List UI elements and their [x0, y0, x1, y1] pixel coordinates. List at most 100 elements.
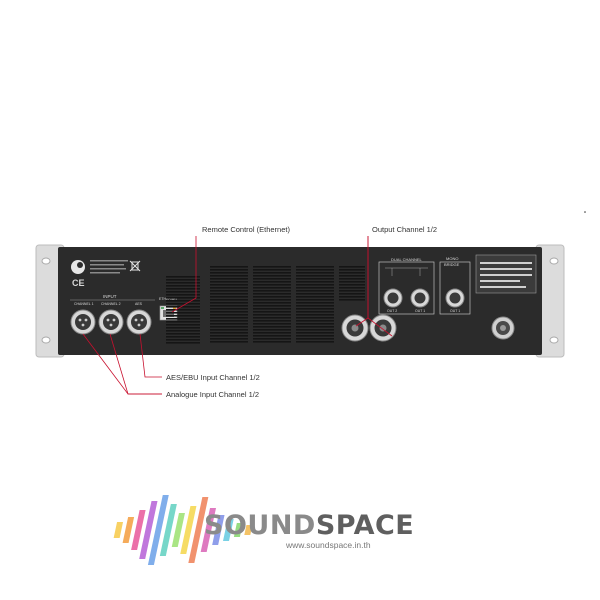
logo-bar	[244, 525, 253, 535]
vent-slot	[253, 341, 291, 343]
vent-slot	[210, 341, 248, 343]
callout-lines	[82, 236, 393, 395]
brand-wordmark: SOUNDSPACE	[204, 512, 414, 539]
vent-slot	[253, 269, 291, 271]
callout-remote-control: Remote Control (Ethernet)	[202, 225, 290, 234]
vent-grille	[166, 266, 365, 344]
vent-slot	[166, 342, 200, 344]
vent-slot	[339, 272, 365, 274]
vent-slot	[210, 290, 248, 292]
vent-slot	[339, 287, 365, 289]
vent-slot	[210, 314, 248, 316]
vent-slot	[166, 276, 200, 278]
mono-bridge-box: MONO BRIDGE	[439, 256, 471, 315]
power-inlet[interactable]	[491, 316, 515, 340]
xlr-input-channel-2[interactable]	[98, 309, 124, 335]
vent-slot	[210, 284, 248, 286]
vent-slot	[253, 305, 291, 307]
vent-slot	[166, 327, 200, 329]
vent-slot	[253, 311, 291, 313]
vent-slot	[253, 329, 291, 331]
logo-bar	[223, 519, 234, 541]
vent-slot	[296, 278, 334, 280]
brand-space: SPACE	[315, 510, 415, 541]
vent-slot	[296, 323, 334, 325]
vent-slot	[296, 275, 334, 277]
vent-slot	[210, 332, 248, 334]
vent-slot	[166, 312, 200, 314]
vent-slot	[296, 296, 334, 298]
channel-2-label: CHANNEL 2	[101, 302, 121, 306]
speakon-output-channel-1[interactable]	[341, 314, 369, 342]
soundspace-logo-waveform-icon	[113, 495, 253, 565]
callout-output-channel: Output Channel 1/2	[372, 225, 438, 234]
vent-slot	[296, 305, 334, 307]
vent-slot	[296, 308, 334, 310]
vent-slot	[296, 269, 334, 271]
vent-slot	[253, 320, 291, 322]
logo-bar	[139, 501, 158, 559]
logo-bar	[171, 513, 185, 547]
logo-bar	[180, 506, 197, 554]
vent-slot	[210, 323, 248, 325]
vent-slot	[253, 326, 291, 328]
vent-slot	[296, 341, 334, 343]
vent-slot	[253, 284, 291, 286]
vent-slot	[253, 323, 291, 325]
logo-bar	[233, 523, 243, 537]
ethernet-label: ETHERNET	[159, 297, 179, 301]
vent-slot	[296, 314, 334, 316]
vent-slot	[253, 290, 291, 292]
vent-slot	[253, 275, 291, 277]
vent-slot	[339, 281, 365, 283]
logo-bar	[122, 517, 135, 543]
vent-slot	[166, 315, 200, 317]
vent-slot	[296, 329, 334, 331]
vent-slot	[339, 290, 365, 292]
vent-slot	[339, 278, 365, 280]
vent-slot	[166, 300, 200, 302]
vent-slot	[253, 308, 291, 310]
vent-slot	[296, 290, 334, 292]
vent-slot	[253, 299, 291, 301]
out-2-label: OUT 2	[387, 309, 397, 313]
callout-analogue-input: Analogue Input Channel 1/2	[166, 390, 259, 399]
vent-slot	[210, 287, 248, 289]
vent-slot	[210, 266, 248, 268]
vent-slot	[339, 269, 365, 271]
vent-slot	[253, 296, 291, 298]
xlr-input-channel-1[interactable]	[70, 309, 96, 335]
vent-slot	[166, 330, 200, 332]
vent-slot	[166, 333, 200, 335]
vent-slot	[210, 326, 248, 328]
logo-bar	[159, 504, 177, 556]
channel-1-label: CHANNEL 1	[74, 302, 94, 306]
vent-slot	[210, 302, 248, 304]
vent-slot	[296, 311, 334, 313]
vent-slot	[296, 335, 334, 337]
vent-slot	[296, 317, 334, 319]
ce-mark-icon: CE	[72, 278, 85, 288]
speakon-out-1[interactable]	[410, 288, 430, 308]
vent-slot	[339, 293, 365, 295]
speakon-output-channel-2[interactable]	[369, 314, 397, 342]
vent-slot	[339, 284, 365, 286]
vent-slot	[253, 335, 291, 337]
vent-slot	[210, 329, 248, 331]
vent-slot	[210, 296, 248, 298]
vent-slot	[166, 294, 200, 296]
xlr-input-aes[interactable]	[126, 309, 152, 335]
vent-slot	[253, 287, 291, 289]
vent-slot	[296, 281, 334, 283]
vent-slot	[253, 281, 291, 283]
vent-slot	[166, 324, 200, 326]
vent-slot	[166, 336, 200, 338]
speakon-out-2[interactable]	[383, 288, 403, 308]
soundspace-logo: SOUNDSPACE www.soundspace.in.th	[190, 494, 414, 564]
out-1-label: OUT 1	[415, 309, 425, 313]
speakon-out-bridge[interactable]	[445, 288, 465, 308]
vent-slot	[210, 317, 248, 319]
vent-slot	[166, 306, 200, 308]
brand-website: www.soundspace.in.th	[286, 540, 371, 550]
vent-slot	[253, 317, 291, 319]
